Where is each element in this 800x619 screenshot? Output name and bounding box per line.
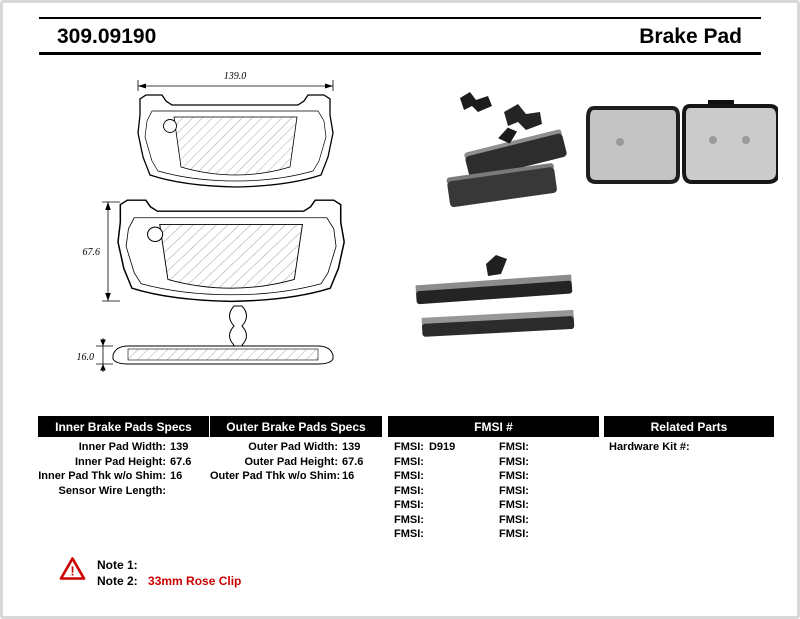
fmsi-value [424,513,429,528]
related-parts-header: Related Parts [604,416,774,437]
spec-label: Outer Pad Thk w/o Shim: [210,470,341,482]
fmsi-label: FMSI: [499,455,529,468]
spec-row: Outer Pad Thk w/o Shim: 16 [210,469,382,484]
spec-value: 16 [342,470,355,482]
product-photos [415,92,778,337]
spec-row: Sensor Wire Length: [38,484,209,499]
header-bottom-rule [39,52,761,55]
spec-row: Inner Pad Thk w/o Shim: 16 [38,469,209,484]
photo-pads-with-hardware [446,92,567,208]
spec-row: Outer Pad Height: 67.6 [210,455,382,470]
fmsi-column: FMSI: D919 FMSI: FMSI: FMSI: FMSI: FMSI: … [388,440,599,542]
fmsi-label: FMSI: [394,528,424,540]
fmsi-value [424,498,429,513]
pad-front-drawing: 139.0 [137,71,334,188]
spec-row: Inner Pad Height: 67.6 [38,455,209,470]
fmsi-header: FMSI # [388,416,599,437]
fmsi-label: FMSI: [394,513,424,526]
fmsi-row: FMSI: FMSI: [388,469,599,484]
related-label: Hardware Kit #: [609,441,690,453]
fmsi-row: FMSI: FMSI: [388,455,599,470]
note-2-label: Note 2: [97,574,138,588]
fmsi-value [529,513,534,528]
spec-value: 16 [170,470,183,482]
spec-row: Outer Pad Width: 139 [210,440,382,455]
photo-pads-edge-view [415,255,575,337]
spec-value [166,484,170,499]
inner-specs-header: Inner Brake Pads Specs [38,416,209,437]
fmsi-label: FMSI: [499,513,529,526]
inner-specs-column: Inner Pad Width: 139 Inner Pad Height: 6… [38,440,209,498]
fmsi-row: FMSI: FMSI: [388,484,599,499]
pad-side-profile-drawing: 16.0 [77,338,334,372]
related-row: Hardware Kit #: [604,440,774,455]
outer-specs-column: Outer Pad Width: 139 Outer Pad Height: 6… [210,440,382,484]
fmsi-value [529,527,534,542]
spec-value: 139 [170,441,189,453]
note-2-value: 33mm Rose Clip [148,574,242,588]
svg-text:!: ! [70,564,74,579]
header-top-rule [39,17,761,19]
spec-value: 139 [342,441,361,453]
fmsi-label: FMSI: [499,528,529,540]
spec-label: Inner Pad Height: [74,455,166,468]
product-type-title: Brake Pad [639,25,742,48]
fmsi-label: FMSI: [394,470,424,482]
svg-text:16.0: 16.0 [77,352,95,363]
spec-label: Sensor Wire Length: [58,484,166,497]
fmsi-label: FMSI: [499,499,529,511]
fmsi-value: D919 [428,441,456,453]
fmsi-label: FMSI: [394,499,424,511]
note-1-label: Note 1: [97,558,138,572]
pad-inner-drawing: 67.6 [83,199,345,303]
spec-label: Outer Pad Width: [248,441,338,453]
fmsi-value [529,469,534,484]
related-value [690,440,695,455]
fmsi-row: FMSI: FMSI: [388,527,599,542]
dimension-thickness: 16.0 [77,338,113,372]
note-2: Note 2: 33mm Rose Clip [97,574,241,588]
spec-value: 67.6 [342,455,364,468]
fmsi-row: FMSI: FMSI: [388,513,599,528]
fmsi-label: FMSI: [499,441,529,453]
fmsi-label: FMSI: [394,484,424,497]
clip-drawing [229,305,247,348]
technical-drawing: 139.0 67.6 [77,71,345,372]
fmsi-row: FMSI: D919 FMSI: [388,440,599,455]
fmsi-value [424,469,429,484]
part-number: 309.09190 [57,25,157,48]
fmsi-row: FMSI: FMSI: [388,498,599,513]
spec-row: Inner Pad Width: 139 [38,440,209,455]
fmsi-value [424,527,429,542]
fmsi-value [529,440,534,455]
fmsi-value [529,484,534,499]
fmsi-label: FMSI: [499,484,529,497]
dimension-width: 139.0 [137,71,334,91]
fmsi-label: FMSI: [394,455,424,468]
spec-value: 67.6 [170,455,192,468]
dimension-height: 67.6 [83,201,120,302]
spec-label: Inner Pad Width: [78,441,166,453]
fmsi-label: FMSI: [394,441,424,453]
svg-text:67.6: 67.6 [83,247,101,258]
warning-triangle-icon: ! [59,557,86,580]
note-1: Note 1: [97,558,138,572]
outer-specs-header: Outer Brake Pads Specs [210,416,382,437]
fmsi-value [424,455,429,470]
photo-pad-friction-faces [586,100,778,184]
fmsi-value [529,498,534,513]
fmsi-label: FMSI: [499,470,529,482]
fmsi-value [529,455,534,470]
related-parts-column: Hardware Kit #: [604,440,774,455]
fmsi-value [424,484,429,499]
svg-text:139.0: 139.0 [224,71,247,82]
spec-label: Inner Pad Thk w/o Shim: [38,470,166,482]
spec-label: Outer Pad Height: [244,455,338,468]
